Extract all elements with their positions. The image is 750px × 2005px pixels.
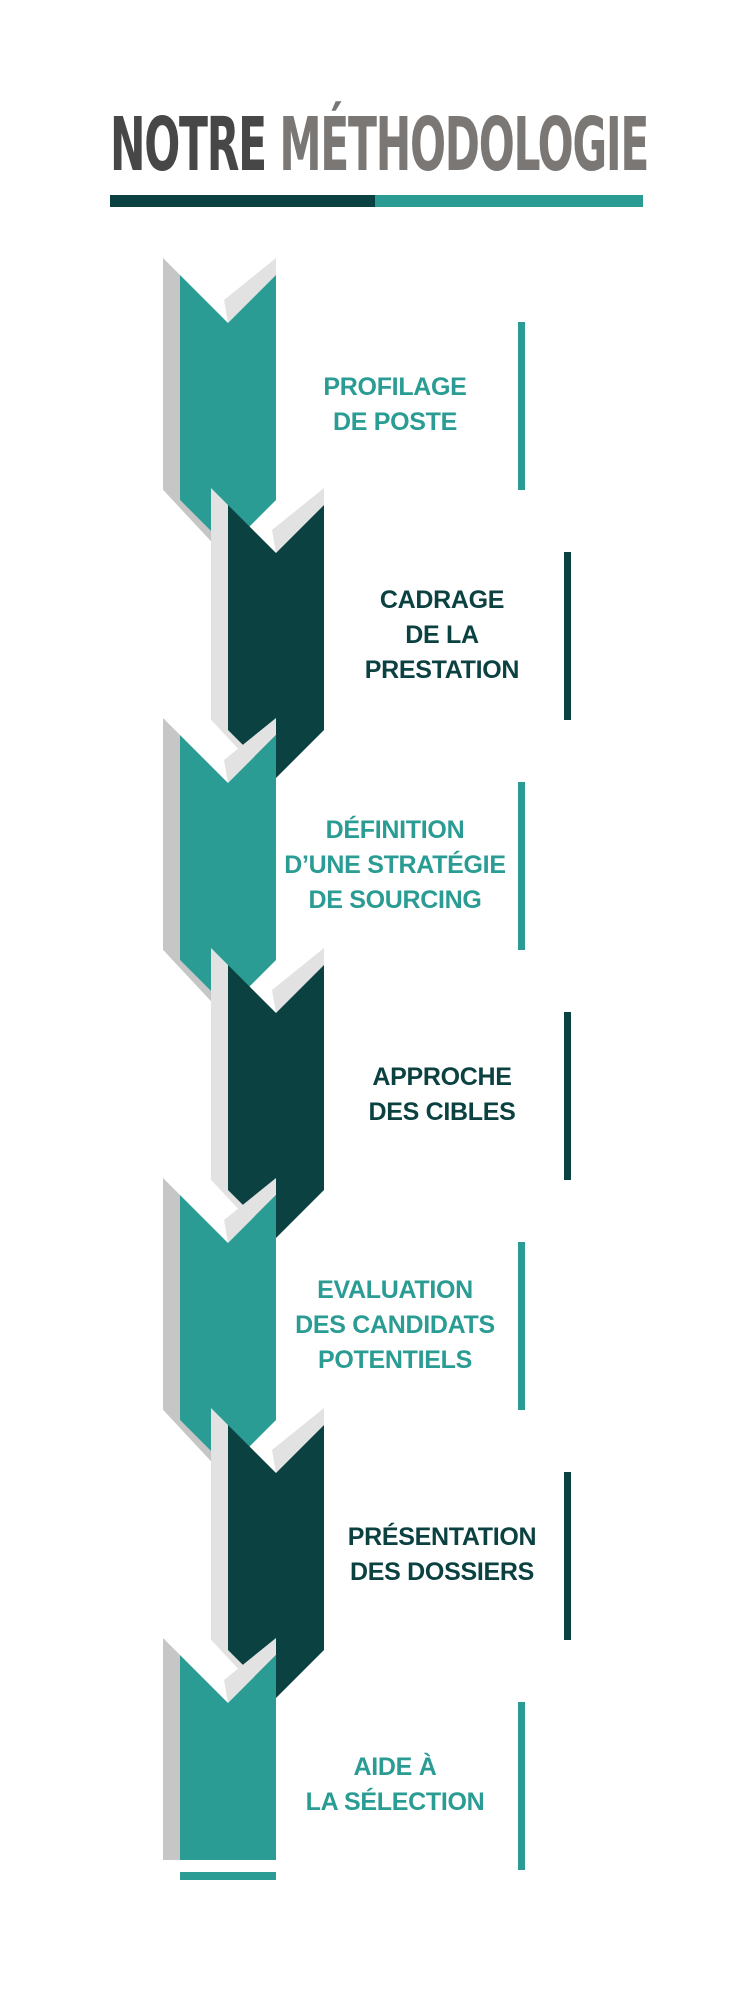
step-7-base-bar: [180, 1872, 276, 1880]
page-title: NOTRE MÉTHODOLOGIE: [110, 102, 649, 188]
step-4-label-line: DES CIBLES: [368, 1098, 516, 1126]
step-5-notch-shadow: [224, 1178, 276, 1243]
step-7-label-line: LA SÉLECTION: [305, 1788, 485, 1816]
step-1-notch-shadow: [224, 258, 276, 323]
step-4-accent-bar: [564, 1012, 571, 1180]
step-2-label-line: DE LA: [405, 620, 479, 649]
step-3-accent-bar: [518, 782, 525, 950]
step-6-shadow: [211, 1408, 276, 1698]
step-1-label-line: PROFILAGE: [323, 373, 467, 401]
step-3-shadow: [163, 718, 228, 1008]
step-7-shadow: [163, 1638, 180, 1860]
step-7-label-line: AIDE À: [353, 1753, 437, 1781]
step-1-chevron: [163, 258, 276, 548]
step-7-notch-shadow: [224, 1638, 276, 1703]
step-6-chevron: [211, 1408, 324, 1698]
step-4-notch-shadow: [272, 948, 324, 1013]
step-3-chevron: [163, 718, 276, 1008]
step-3-chevron-body: [180, 735, 276, 1008]
title-word-methodologie: MÉTHODOLOGIE: [279, 102, 649, 188]
step-2-accent-bar: [564, 552, 571, 720]
step-3-label-line: DE SOURCING: [308, 885, 482, 914]
step-4-chevron-body: [228, 965, 324, 1238]
step-2-shadow: [211, 488, 276, 778]
step-2-label-line: PRESTATION: [364, 655, 520, 684]
step-6-accent-bar: [564, 1472, 571, 1640]
step-5-shadow: [163, 1178, 228, 1468]
step-5-label: EVALUATION DES CANDIDATS POTENTIELS: [275, 1273, 515, 1378]
step-4-chevron: [211, 948, 324, 1238]
step-6-notch-shadow: [272, 1408, 324, 1473]
step-5-chevron-body: [180, 1195, 276, 1468]
step-4-shadow: [211, 948, 276, 1238]
step-3-notch-shadow: [224, 718, 276, 783]
title-underline: [110, 195, 643, 207]
step-5-accent-bar: [518, 1242, 525, 1410]
step-6-label-line: DES DOSSIERS: [350, 1558, 534, 1586]
step-1-shadow: [163, 258, 228, 548]
step-1-accent-bar: [518, 322, 525, 490]
step-7-label: AIDE À LA SÉLECTION: [275, 1750, 515, 1820]
step-6-label: PRÉSENTATION DES DOSSIERS: [322, 1520, 562, 1590]
step-2-label: CADRAGE DE LA PRESTATION: [322, 583, 562, 688]
step-1-chevron-body: [180, 275, 276, 548]
step-5-label-line: EVALUATION: [317, 1275, 473, 1304]
step-1-label-line: DE POSTE: [332, 408, 458, 436]
title-word-notre: NOTRE: [110, 102, 267, 188]
step-2-label-line: CADRAGE: [379, 585, 505, 614]
step-2-chevron-body: [228, 505, 324, 778]
step-6-label-line: PRÉSENTATION: [347, 1523, 537, 1551]
step-2-notch-shadow: [272, 488, 324, 553]
step-3-label-line: DÉFINITION: [325, 815, 465, 844]
step-7-accent-bar: [518, 1702, 525, 1870]
step-4-label-line: APPROCHE: [372, 1063, 512, 1091]
step-6-chevron-body: [228, 1425, 324, 1698]
step-1-label: PROFILAGE DE POSTE: [275, 370, 515, 440]
step-3-label: DÉFINITION D’UNE STRATÉGIE DE SOURCING: [275, 813, 515, 918]
step-4-label: APPROCHE DES CIBLES: [322, 1060, 562, 1130]
step-3-label-line: D’UNE STRATÉGIE: [284, 850, 506, 879]
step-5-label-line: DES CANDIDATS: [295, 1310, 495, 1339]
step-5-label-line: POTENTIELS: [318, 1345, 472, 1374]
underline-teal-segment: [375, 195, 643, 207]
step-5-chevron: [163, 1178, 276, 1468]
underline-dark-segment: [110, 195, 375, 207]
step-7-chevron: [163, 1638, 276, 1880]
step-2-chevron: [211, 488, 324, 778]
step-7-chevron-body: [180, 1655, 276, 1860]
